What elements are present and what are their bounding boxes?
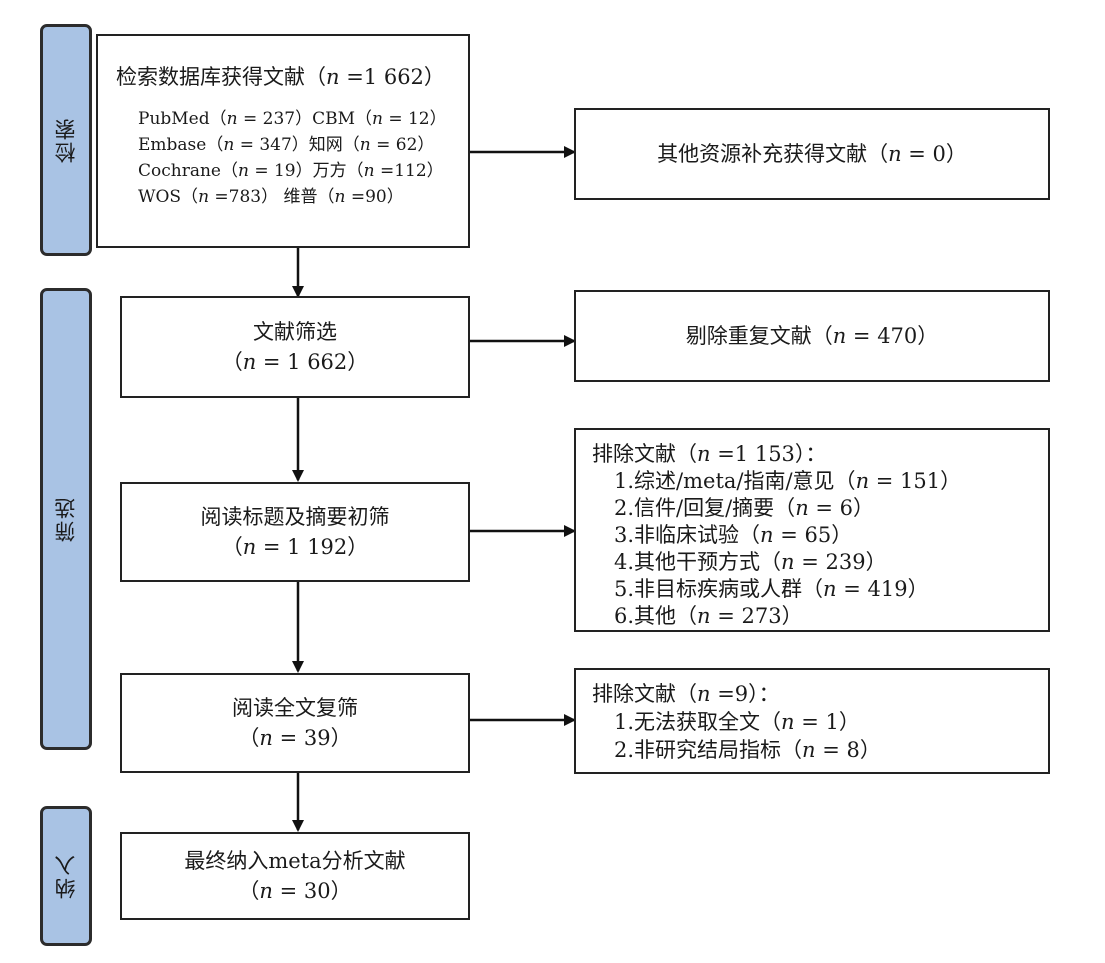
duplicates-text: 剔除重复文献（n = 470）	[685, 324, 939, 348]
exclude-1-item: 4.其他干预方式（n = 239）	[614, 550, 887, 574]
other-sources-box: 其他资源补充获得文献（n = 0）	[574, 108, 1050, 200]
final-label: 最终纳入meta分析文献	[184, 849, 406, 873]
search-box: 检索数据库获得文献（n =1 662） PubMed（n = 237）CBM（n…	[96, 34, 470, 248]
full-text-count: （n = 39）	[238, 726, 352, 750]
search-box-row: PubMed（n = 237）CBM（n = 12）	[138, 109, 447, 129]
stage-tab-include: 纳入	[40, 806, 92, 946]
exclude-1-box: 排除文献（n =1 153）： 1.综述/meta/指南/意见（n = 151）…	[574, 428, 1050, 632]
duplicates-box: 剔除重复文献（n = 470）	[574, 290, 1050, 382]
title-abstract-label: 阅读标题及摘要初筛	[200, 505, 390, 529]
exclude-1-item: 5.非目标疾病或人群（n = 419）	[614, 577, 929, 601]
final-count: （n = 30）	[238, 879, 352, 903]
exclude-2-title: 排除文献（n =9）：	[592, 682, 780, 706]
title-abstract-count: （n = 1 192）	[221, 535, 369, 559]
exclude-1-item: 1.综述/meta/指南/意见（n = 151）	[614, 469, 962, 493]
full-text-box: 阅读全文复筛 （n = 39）	[120, 673, 470, 773]
exclude-1-item: 6.其他（n = 273）	[614, 604, 803, 628]
search-box-row: Cochrane（n = 19）万方（n =112）	[138, 161, 444, 181]
full-text-label: 阅读全文复筛	[232, 696, 358, 720]
stage-tab-screen: 筛选	[40, 288, 92, 750]
exclude-1-item: 3.非临床试验（n = 65）	[614, 523, 853, 547]
exclude-2-box: 排除文献（n =9）： 1.无法获取全文（n = 1） 2.非研究结局指标（n …	[574, 668, 1050, 774]
exclude-1-title: 排除文献（n =1 153）：	[592, 442, 827, 466]
final-box: 最终纳入meta分析文献 （n = 30）	[120, 832, 470, 920]
screening-count: （n = 1 662）	[221, 350, 369, 374]
exclude-2-item: 1.无法获取全文（n = 1）	[614, 710, 860, 734]
search-box-row: WOS（n =783） 维普（n =90）	[138, 187, 404, 207]
search-box-row: Embase（n = 347）知网（n = 62）	[138, 135, 435, 155]
search-box-title: 检索数据库获得文献（n =1 662）	[116, 65, 445, 89]
title-abstract-box: 阅读标题及摘要初筛 （n = 1 192）	[120, 482, 470, 582]
exclude-1-item: 2.信件/回复/摘要（n = 6）	[614, 496, 875, 520]
exclude-2-item: 2.非研究结局指标（n = 8）	[614, 738, 881, 762]
stage-tab-search: 检索	[40, 24, 92, 256]
other-sources-text: 其他资源补充获得文献（n = 0）	[657, 142, 967, 166]
screening-box: 文献筛选 （n = 1 662）	[120, 296, 470, 398]
screening-label: 文献筛选	[253, 320, 337, 344]
